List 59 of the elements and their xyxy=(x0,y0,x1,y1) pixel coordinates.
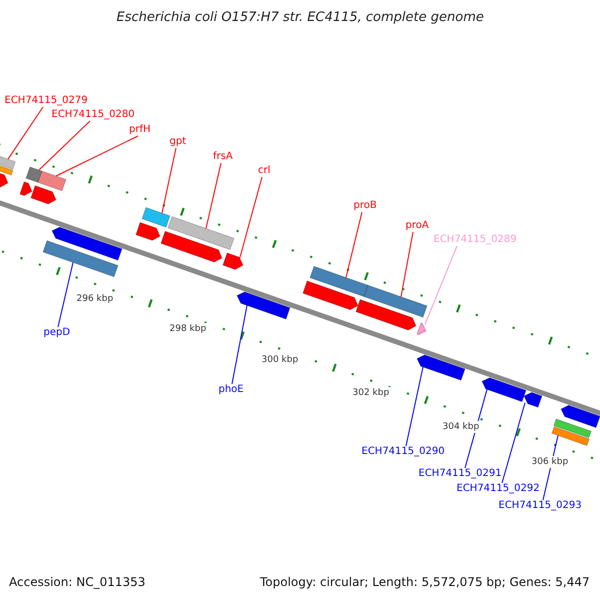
gene-bar xyxy=(310,266,368,298)
gene-glyph xyxy=(482,377,526,402)
gene-label: proA xyxy=(406,220,429,232)
gene-label: ECH74115_0280 xyxy=(52,109,135,121)
leader-line xyxy=(56,136,138,176)
scale-label: 300 kbp xyxy=(260,354,300,366)
gene-glyph xyxy=(355,299,416,330)
gene-glyph xyxy=(160,230,222,262)
leader-line xyxy=(8,106,44,160)
gene-glyph xyxy=(135,222,160,241)
leader-line xyxy=(206,162,222,230)
gene-bar xyxy=(551,426,590,446)
gene-label: gpt xyxy=(170,136,186,148)
gene-glyph xyxy=(524,392,542,408)
leader-line xyxy=(424,246,458,325)
gene-glyph xyxy=(52,226,122,261)
leader-line xyxy=(502,402,526,484)
gene-glyph xyxy=(416,322,426,336)
gene-label: ECH74115_0279 xyxy=(4,95,88,107)
leader-line xyxy=(58,262,74,328)
scale-label: 304 kbp xyxy=(440,421,482,433)
gene-label: prfH xyxy=(129,124,150,136)
gene-label: ECH74115_0289 xyxy=(434,234,517,246)
leader-line xyxy=(162,148,176,214)
scale-label: 302 kbp xyxy=(350,387,392,399)
gene-glyph xyxy=(222,252,244,270)
scale-label: 306 kbp xyxy=(530,456,570,468)
gene-label: phoE xyxy=(218,384,244,396)
gene-label: ECH74115_0290 xyxy=(362,446,445,458)
leader-line xyxy=(400,232,414,298)
gene-glyph xyxy=(19,181,32,196)
gene-bar xyxy=(364,284,428,318)
gene-label: ECH74115_0293 xyxy=(498,500,582,512)
gene-glyph xyxy=(560,404,600,428)
footer-text: Accession: NC_011353 xyxy=(9,575,146,589)
gene-bar xyxy=(38,170,66,192)
scale-label: 298 kbp xyxy=(168,323,208,335)
leader-line xyxy=(232,304,248,384)
gene-bar xyxy=(26,166,42,183)
scale-label: 296 kbp xyxy=(74,293,116,305)
gene-label: proB xyxy=(354,200,377,212)
gene-bar xyxy=(42,240,118,278)
gene-glyph xyxy=(416,354,466,381)
leader-line xyxy=(38,120,90,171)
gene-bar xyxy=(553,418,592,438)
gene-bar xyxy=(168,216,234,250)
footer-text: Topology: circular; Length: 5,572,075 bp; Genes: 5,447 xyxy=(260,575,590,589)
leader-line xyxy=(406,366,424,446)
gene-glyph xyxy=(302,280,358,310)
gene-label: ECH74115_0292 xyxy=(456,483,540,495)
gene-label: frsA xyxy=(213,151,233,163)
gene-label: ECH74115_0291 xyxy=(418,468,502,480)
leader-line xyxy=(240,176,262,258)
gene-label: crl xyxy=(258,165,270,177)
gene-label: pepD xyxy=(44,327,70,339)
gene-glyph xyxy=(236,292,290,320)
leader-line xyxy=(346,212,362,278)
gene-bar xyxy=(142,207,170,228)
title: Escherichia coli O157:H7 str. EC4115, complete genome xyxy=(116,10,484,26)
